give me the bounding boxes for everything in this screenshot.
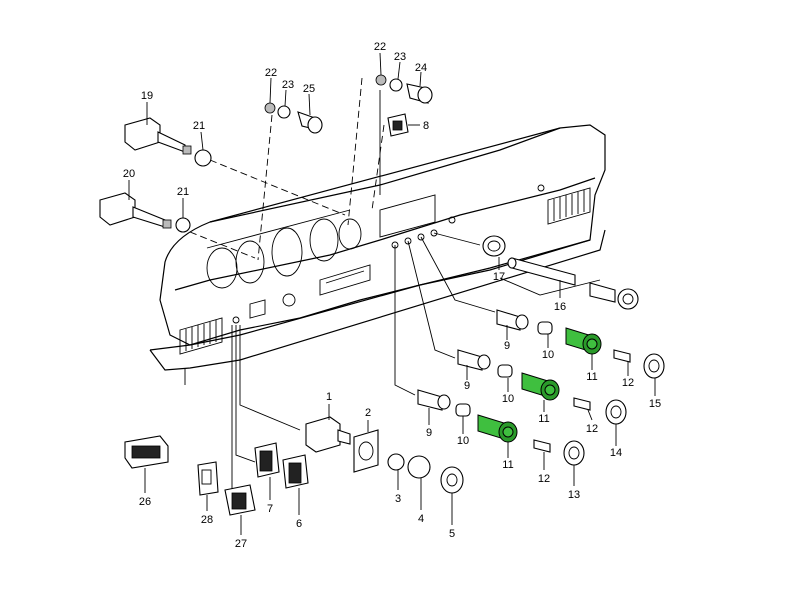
bushing-21-lower (175, 217, 191, 233)
callout-3: 3 (395, 493, 401, 505)
callout-14: 14 (610, 447, 622, 459)
callout-10-mid: 10 (502, 393, 514, 405)
switch-19 (124, 117, 192, 155)
lighter-16 (507, 257, 639, 310)
callout-21-upper: 21 (193, 120, 205, 132)
socket-10-bottom (455, 403, 471, 417)
callout-15: 15 (649, 398, 661, 410)
callout-9-bottom: 9 (426, 427, 432, 439)
callout-27: 27 (235, 538, 247, 550)
lens-11-top (565, 327, 602, 355)
callout-11-top: 11 (586, 371, 597, 383)
ring-22-left (264, 102, 276, 114)
switch-1 (305, 416, 351, 453)
callout-labels: 1 2 3 4 5 6 7 8 9 9 9 10 10 10 11 11 11 … (123, 41, 661, 550)
callout-20: 20 (123, 168, 135, 180)
switch-27 (224, 484, 256, 516)
callout-19: 19 (141, 90, 153, 102)
callout-16: 16 (554, 301, 566, 313)
callout-26: 26 (139, 496, 151, 508)
switch-8 (387, 113, 409, 137)
bulb-12-mid (573, 397, 591, 411)
socket-10-top (537, 321, 553, 335)
callout-ticks (128, 52, 656, 535)
callout-28: 28 (201, 514, 213, 526)
leader-lines (189, 77, 601, 495)
switch-9-top (496, 309, 529, 331)
socket-10-mid (497, 364, 513, 378)
switch-7 (254, 442, 280, 478)
callout-23-left: 23 (282, 79, 294, 91)
bezel-3 (387, 453, 405, 471)
callout-5: 5 (449, 528, 455, 540)
callout-22-right: 22 (374, 41, 386, 53)
callout-12-mid: 12 (586, 423, 598, 435)
callout-10-bottom: 10 (457, 435, 469, 447)
symbol-cap-15 (643, 353, 665, 379)
knob-25 (297, 111, 323, 134)
ring-23-right (389, 78, 403, 92)
callout-6: 6 (296, 518, 302, 530)
callout-13: 13 (568, 489, 580, 501)
callout-12-top: 12 (622, 377, 634, 389)
callout-7: 7 (267, 503, 273, 515)
callout-8: 8 (423, 120, 429, 132)
switch-20 (99, 192, 172, 229)
switch-26 (124, 435, 169, 469)
symbol-cap-14 (605, 399, 627, 425)
switch-6 (282, 454, 309, 489)
callout-9-mid: 9 (464, 380, 470, 392)
callout-10-top: 10 (542, 349, 554, 361)
bushing-21-upper (194, 149, 212, 167)
switch-28 (197, 461, 219, 496)
lens-11-mid (521, 372, 560, 401)
callout-2: 2 (365, 407, 371, 419)
knob-24 (406, 83, 433, 104)
socket-17 (482, 235, 506, 257)
left-air-vent (179, 317, 223, 355)
symbol-cap-13 (563, 440, 585, 466)
right-air-vent (547, 187, 591, 225)
ring-22-right (375, 74, 387, 86)
bulb-12-bottom (533, 439, 551, 453)
callout-25: 25 (303, 83, 315, 95)
lens-11-bottom (477, 414, 518, 443)
bulb-12-top (613, 349, 631, 363)
callout-21-lower: 21 (177, 186, 189, 198)
switch-9-bottom (417, 389, 451, 411)
callout-22-left: 22 (265, 67, 277, 79)
callout-1: 1 (326, 391, 332, 403)
callout-11-bottom: 11 (502, 459, 513, 471)
ring-5 (440, 466, 464, 494)
callout-4: 4 (418, 513, 424, 525)
ring-23-left (277, 105, 291, 119)
callout-9-top: 9 (504, 340, 510, 352)
callout-23-right: 23 (394, 51, 406, 63)
callout-11-mid: 11 (538, 413, 549, 425)
dashboard (149, 124, 606, 385)
callout-17: 17 (493, 271, 505, 283)
knob-4 (407, 455, 431, 479)
switch-9-mid (457, 349, 491, 371)
callout-24: 24 (415, 62, 427, 74)
gasket-2 (353, 429, 379, 473)
callout-12-bottom: 12 (538, 473, 550, 485)
